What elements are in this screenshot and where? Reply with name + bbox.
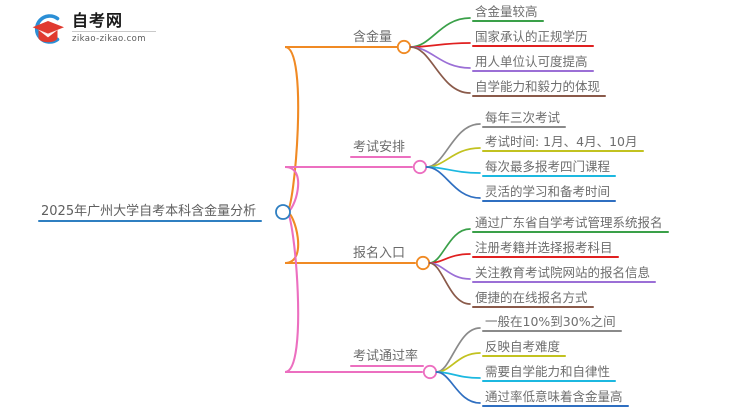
leaf-node-2-4[interactable]: 灵活的学习和备考时间 [482,184,616,202]
branch-node-4[interactable]: 考试通过率 [350,349,424,367]
leaf-node-4-2[interactable]: 反映自考难度 [482,339,566,357]
leaf-node-1-2[interactable]: 国家承认的正规学历 [472,29,594,47]
leaf-node-4-3-label: 需要自学能力和自律性 [485,364,611,379]
leaf-node-4-3-underline [482,380,616,382]
leaf-node-2-4-label: 灵活的学习和备考时间 [485,184,611,199]
leaf-node-2-2[interactable]: 考试时间: 1月、4月、10月 [482,134,644,152]
leaf-node-2-1-label: 每年三次考试 [485,110,561,125]
graduation-cap-logo-icon [32,14,64,44]
leaf-node-2-1[interactable]: 每年三次考试 [482,110,566,128]
leaf-node-4-2-label: 反映自考难度 [485,339,561,354]
leaf-node-4-1-label: 一般在10%到30%之间 [485,314,616,329]
leaf-node-3-2[interactable]: 注册考籍并选择报考科目 [472,240,619,258]
leaf-node-1-1-underline [472,20,544,22]
leaf-node-2-3[interactable]: 每次最多报考四门课程 [482,159,616,177]
leaf-node-1-3-underline [472,70,594,72]
leaf-node-1-4-underline [472,95,606,97]
leaf-node-2-3-underline [482,175,616,177]
logo-subtitle: zikao-zikao.com [72,34,146,44]
branch-node-2-underline [350,156,411,158]
leaf-node-3-3-label: 关注教育考试院网站的报名信息 [475,265,651,280]
branch-node-1[interactable]: 含金量 [350,30,398,48]
leaf-node-1-2-label: 国家承认的正规学历 [475,29,588,44]
leaf-node-3-4-underline [472,306,594,308]
leaf-node-3-4[interactable]: 便捷的在线报名方式 [472,290,594,308]
branch-node-2[interactable]: 考试安排 [350,140,411,158]
leaf-node-4-1-underline [482,330,622,332]
leaf-node-4-4[interactable]: 通过率低意味着含金量高 [482,389,629,407]
leaf-node-2-2-label: 考试时间: 1月、4月、10月 [485,134,638,149]
leaf-node-1-4[interactable]: 自学能力和毅力的体现 [472,79,606,97]
root-node[interactable]: 2025年广州大学自考本科含金量分析 [38,204,262,222]
leaf-node-3-1-underline [472,231,669,233]
leaf-node-3-3-underline [472,281,656,283]
leaf-node-4-4-underline [482,405,629,407]
leaf-node-3-3[interactable]: 关注教育考试院网站的报名信息 [472,265,656,283]
leaf-node-3-1-label: 通过广东省自学考试管理系统报名 [475,215,663,230]
leaf-node-2-1-underline [482,126,566,128]
leaf-node-4-2-underline [482,355,566,357]
leaf-node-1-3-label: 用人单位认可度提高 [475,54,588,69]
root-node-label: 2025年广州大学自考本科含金量分析 [41,204,257,219]
site-logo[interactable]: 自考网 zikao-zikao.com [28,10,158,50]
logo-divider [72,31,156,32]
logo-title: 自考网 [72,11,124,30]
leaf-node-1-3[interactable]: 用人单位认可度提高 [472,54,594,72]
leaf-node-4-3[interactable]: 需要自学能力和自律性 [482,364,616,382]
leaf-node-3-2-label: 注册考籍并选择报考科目 [475,240,613,255]
leaf-node-3-4-label: 便捷的在线报名方式 [475,290,588,305]
branch-node-4-underline [350,365,424,367]
branch-node-3-underline [350,262,411,264]
leaf-node-1-4-label: 自学能力和毅力的体现 [475,79,601,94]
root-node-underline [38,220,262,222]
leaf-node-4-1[interactable]: 一般在10%到30%之间 [482,314,622,332]
leaf-node-3-2-underline [472,256,619,258]
branch-node-4-label: 考试通过率 [353,349,419,364]
branch-node-2-label: 考试安排 [353,140,406,155]
branch-node-1-label: 含金量 [353,30,393,45]
leaf-node-2-3-label: 每次最多报考四门课程 [485,159,611,174]
branch-node-1-underline [350,46,398,48]
leaf-node-3-1[interactable]: 通过广东省自学考试管理系统报名 [472,215,669,233]
branch-node-3[interactable]: 报名入口 [350,246,411,264]
leaf-node-2-4-underline [482,200,616,202]
leaf-node-1-2-underline [472,45,594,47]
leaf-node-1-1-label: 含金量较高 [475,4,538,19]
leaf-node-4-4-label: 通过率低意味着含金量高 [485,389,623,404]
leaf-node-1-1[interactable]: 含金量较高 [472,4,544,22]
leaf-node-2-2-underline [482,150,644,152]
branch-node-3-label: 报名入口 [353,246,406,261]
